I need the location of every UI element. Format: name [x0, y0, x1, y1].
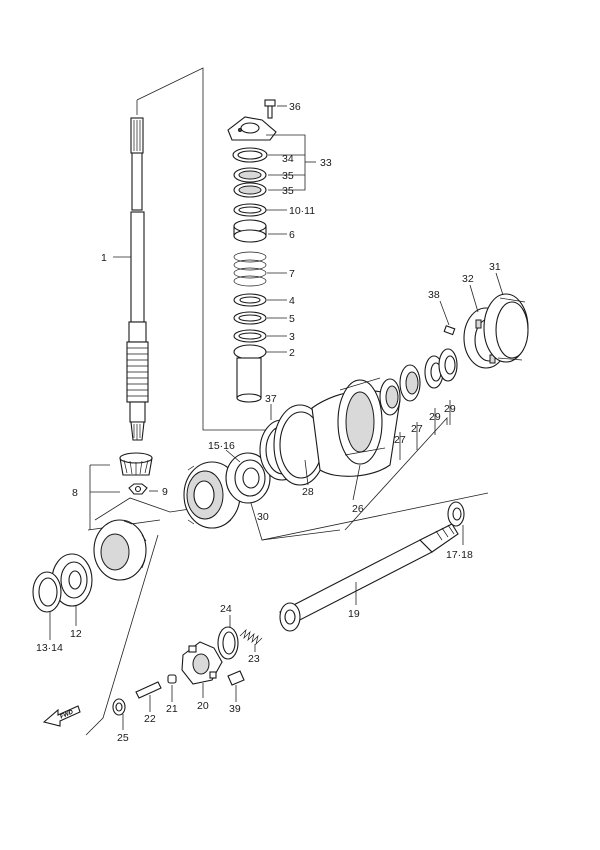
part-8-pinion-gear	[119, 452, 153, 476]
part-33-housing	[227, 116, 277, 141]
label-part-7: 7	[289, 268, 295, 280]
label-part-35-b: 35	[282, 185, 294, 197]
label-part-39: 39	[229, 703, 241, 715]
label-part-12: 12	[70, 628, 82, 640]
label-part-6: 6	[289, 229, 295, 241]
label-part-26: 26	[352, 503, 364, 515]
part-22-push-rod	[135, 681, 162, 699]
label-part-31: 31	[489, 261, 501, 273]
part-35-seal-a	[233, 167, 267, 183]
part-39-pin	[227, 670, 245, 686]
label-part-10-11: 10·11	[289, 205, 315, 217]
fwd-arrow-icon: FWD	[42, 705, 81, 727]
label-part-8: 8	[72, 487, 78, 499]
part-19-propeller-shaft	[279, 523, 459, 632]
part-27-bearing-a	[379, 378, 401, 416]
label-part-37: 37	[265, 393, 277, 405]
fwd-mark: FWD	[59, 709, 75, 720]
part-29-seal-b	[438, 348, 458, 382]
label-part-29-b: 29	[444, 403, 456, 415]
label-part-22: 22	[144, 713, 156, 725]
part-10-11-shim	[233, 203, 267, 217]
part-12-bearing	[51, 553, 93, 607]
label-part-3: 3	[289, 331, 295, 343]
part-3-ring	[233, 329, 267, 343]
part-24-ring	[217, 626, 239, 660]
label-part-13-14: 13·14	[36, 642, 63, 654]
part-26-propeller-shaft-housing	[311, 377, 401, 477]
label-part-19: 19	[348, 608, 360, 620]
label-part-1: 1	[101, 252, 107, 264]
part-6-bearing	[233, 219, 267, 243]
label-part-27-a: 27	[394, 434, 406, 446]
part-17-18-thrust-washer	[447, 501, 465, 527]
drive-shaft	[126, 117, 149, 441]
part-25-ring	[112, 698, 126, 716]
part-28-o-ring	[273, 404, 327, 486]
label-part-32: 32	[462, 273, 474, 285]
part-35-seal-b	[233, 182, 267, 198]
label-part-23: 23	[248, 653, 260, 665]
part-31-housing-end	[483, 293, 529, 363]
part-36-bolt	[264, 99, 276, 119]
part-9-nut	[128, 483, 148, 495]
part-27-bearing-b	[399, 364, 421, 402]
label-part-30: 30	[257, 511, 269, 523]
label-part-9: 9	[162, 486, 168, 498]
part-reverse-gear	[93, 519, 147, 581]
part-21-pin	[167, 674, 177, 684]
part-23-spring	[239, 628, 263, 646]
part-20-clutch	[181, 641, 223, 685]
label-part-21: 21	[166, 703, 178, 715]
part-30-forward-gear	[183, 461, 241, 529]
label-part-4: 4	[289, 295, 295, 307]
leader-lines	[49, 105, 504, 730]
label-part-38: 38	[428, 289, 440, 301]
label-part-20: 20	[197, 700, 209, 712]
part-34-ring	[232, 147, 268, 163]
label-part-28: 28	[302, 486, 314, 498]
label-part-5: 5	[289, 313, 295, 325]
label-part-17-18: 17·18	[446, 549, 473, 561]
part-7-spring	[233, 251, 267, 287]
label-part-24: 24	[220, 603, 232, 615]
label-part-33: 33	[320, 157, 332, 169]
part-2-sleeve	[233, 344, 267, 403]
label-part-35-a: 35	[282, 170, 294, 182]
label-part-29-a: 29	[429, 411, 441, 423]
label-part-15-16: 15·16	[208, 440, 235, 452]
part-4-washer	[233, 293, 267, 307]
label-part-27-b: 27	[411, 423, 423, 435]
label-part-36: 36	[289, 101, 301, 113]
part-15-16-bearing	[225, 452, 271, 504]
label-part-34: 34	[282, 153, 294, 165]
part-38-key	[443, 325, 456, 336]
label-part-25: 25	[117, 732, 129, 744]
part-13-14-shim	[32, 571, 62, 613]
label-part-2: 2	[289, 347, 295, 359]
part-number-labels: 1 36 34 33 35 35 10·11 6 7 4 5 3 2 37 15…	[36, 101, 501, 744]
part-5-ring	[233, 311, 267, 325]
